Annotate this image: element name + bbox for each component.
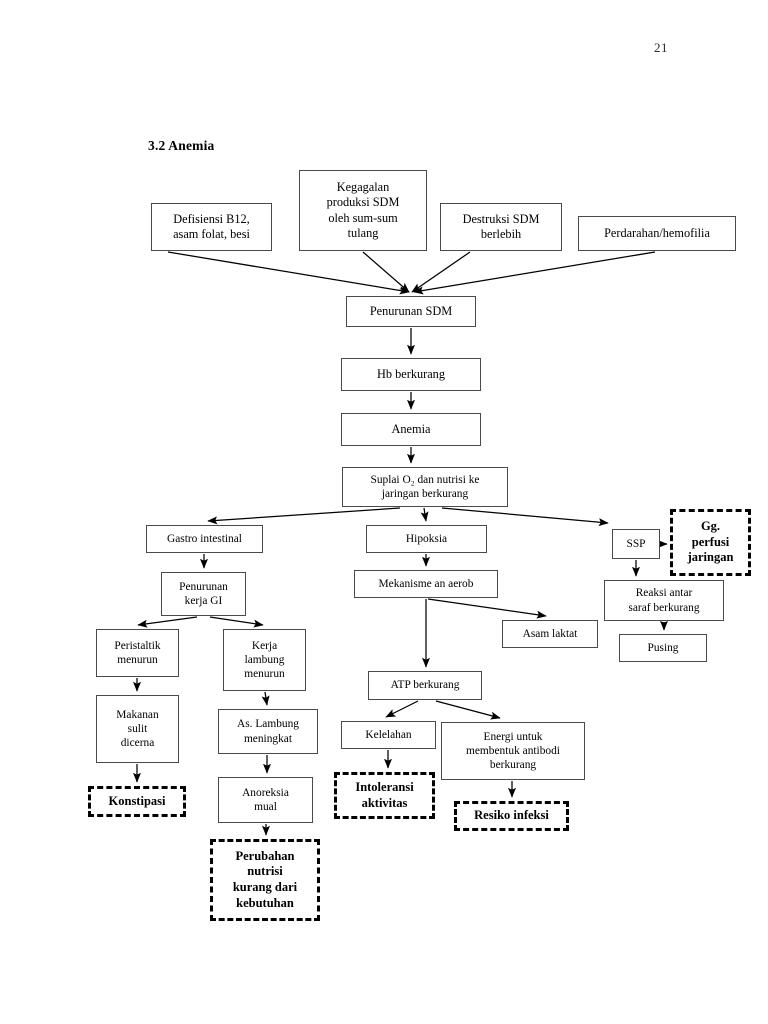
node-label: Hipoksia <box>405 532 448 545</box>
node-label: Gg. perfusi jaringan <box>687 519 734 565</box>
node-label: Pusing <box>647 641 679 654</box>
node-label: Kerja lambung menurun <box>244 639 285 681</box>
node-label: Kelelahan <box>365 728 412 741</box>
node-label: Hb berkurang <box>377 366 445 381</box>
node-label: Suplai O₂ dan nutrisi ke jaringan berkur… <box>370 473 480 500</box>
node-label: As. Lambung meningkat <box>236 718 299 745</box>
node-destruksi-sdm: Destruksi SDM berlebih <box>440 203 562 251</box>
node-energi-antibodi-berkurang: Energi untuk membentuk antibodi berkuran… <box>441 722 585 780</box>
node-penurunan-kerja-gi: Penurunan kerja GI <box>161 572 246 616</box>
section-heading: 3.2 Anemia <box>148 138 215 153</box>
node-label: SSP <box>626 537 646 550</box>
node-label: Defisiensi B12, asam folat, besi <box>173 211 250 241</box>
node-atp-berkurang: ATP berkurang <box>368 671 482 700</box>
node-label: Anoreksia mual <box>242 786 289 813</box>
node-label: Perdarahan/hemofilia <box>604 225 710 240</box>
node-label: Konstipasi <box>108 793 166 808</box>
node-label: Resiko infeksi <box>474 808 549 823</box>
node-ssp: SSP <box>612 529 660 559</box>
page-number: 21 <box>654 40 668 55</box>
node-label: Makanan sulit dicerna <box>116 708 159 750</box>
node-label: Intoleransi aktivitas <box>355 779 414 810</box>
node-reaksi-antar-saraf-berkurang: Reaksi antar saraf berkurang <box>604 580 724 621</box>
node-label: Gastro intestinal <box>167 532 242 545</box>
node-label: Energi untuk membentuk antibodi berkuran… <box>466 730 560 772</box>
node-label: Anemia <box>391 421 431 436</box>
node-label: Penurunan SDM <box>369 303 453 318</box>
node-anoreksia-mual: Anoreksia mual <box>218 777 313 823</box>
node-konstipasi: Konstipasi <box>88 786 186 817</box>
node-label: Destruksi SDM berlebih <box>462 211 540 241</box>
node-label: Mekanisme an aerob <box>378 577 474 590</box>
node-makanan-sulit-dicerna: Makanan sulit dicerna <box>96 695 179 763</box>
node-label: Reaksi antar saraf berkurang <box>628 587 700 614</box>
node-suplai-o2: Suplai O₂ dan nutrisi ke jaringan berkur… <box>342 467 508 507</box>
node-gg-perfusi-jaringan: Gg. perfusi jaringan <box>670 509 751 576</box>
node-hb-berkurang: Hb berkurang <box>341 358 481 391</box>
node-kerja-lambung-menurun: Kerja lambung menurun <box>223 629 306 691</box>
node-penurunan-sdm: Penurunan SDM <box>346 296 476 327</box>
node-label: Penurunan kerja GI <box>179 580 228 607</box>
node-kegagalan-produksi-sdm: Kegagalan produksi SDM oleh sum-sum tula… <box>299 170 427 251</box>
node-peristaltik-menurun: Peristaltik menurun <box>96 629 179 677</box>
node-asam-laktat: Asam laktat <box>502 620 598 648</box>
node-defisiensi-b12: Defisiensi B12, asam folat, besi <box>151 203 272 251</box>
node-hipoksia: Hipoksia <box>366 525 487 553</box>
node-resiko-infeksi: Resiko infeksi <box>454 801 569 831</box>
node-label: ATP berkurang <box>390 679 460 692</box>
node-label: Perubahan nutrisi kurang dari kebutuhan <box>232 848 298 910</box>
node-label: Peristaltik menurun <box>114 639 161 666</box>
node-label: Asam laktat <box>522 627 578 640</box>
node-perdarahan-hemofilia: Perdarahan/hemofilia <box>578 216 736 251</box>
node-label: Kegagalan produksi SDM oleh sum-sum tula… <box>326 180 400 240</box>
node-anemia: Anemia <box>341 413 481 446</box>
node-intoleransi-aktivitas: Intoleransi aktivitas <box>334 772 435 819</box>
node-as-lambung-meningkat: As. Lambung meningkat <box>218 709 318 754</box>
node-gastro-intestinal: Gastro intestinal <box>146 525 263 553</box>
node-perubahan-nutrisi: Perubahan nutrisi kurang dari kebutuhan <box>210 839 320 921</box>
node-kelelahan: Kelelahan <box>341 721 436 749</box>
node-pusing: Pusing <box>619 634 707 662</box>
node-mekanisme-an-aerob: Mekanisme an aerob <box>354 570 498 598</box>
